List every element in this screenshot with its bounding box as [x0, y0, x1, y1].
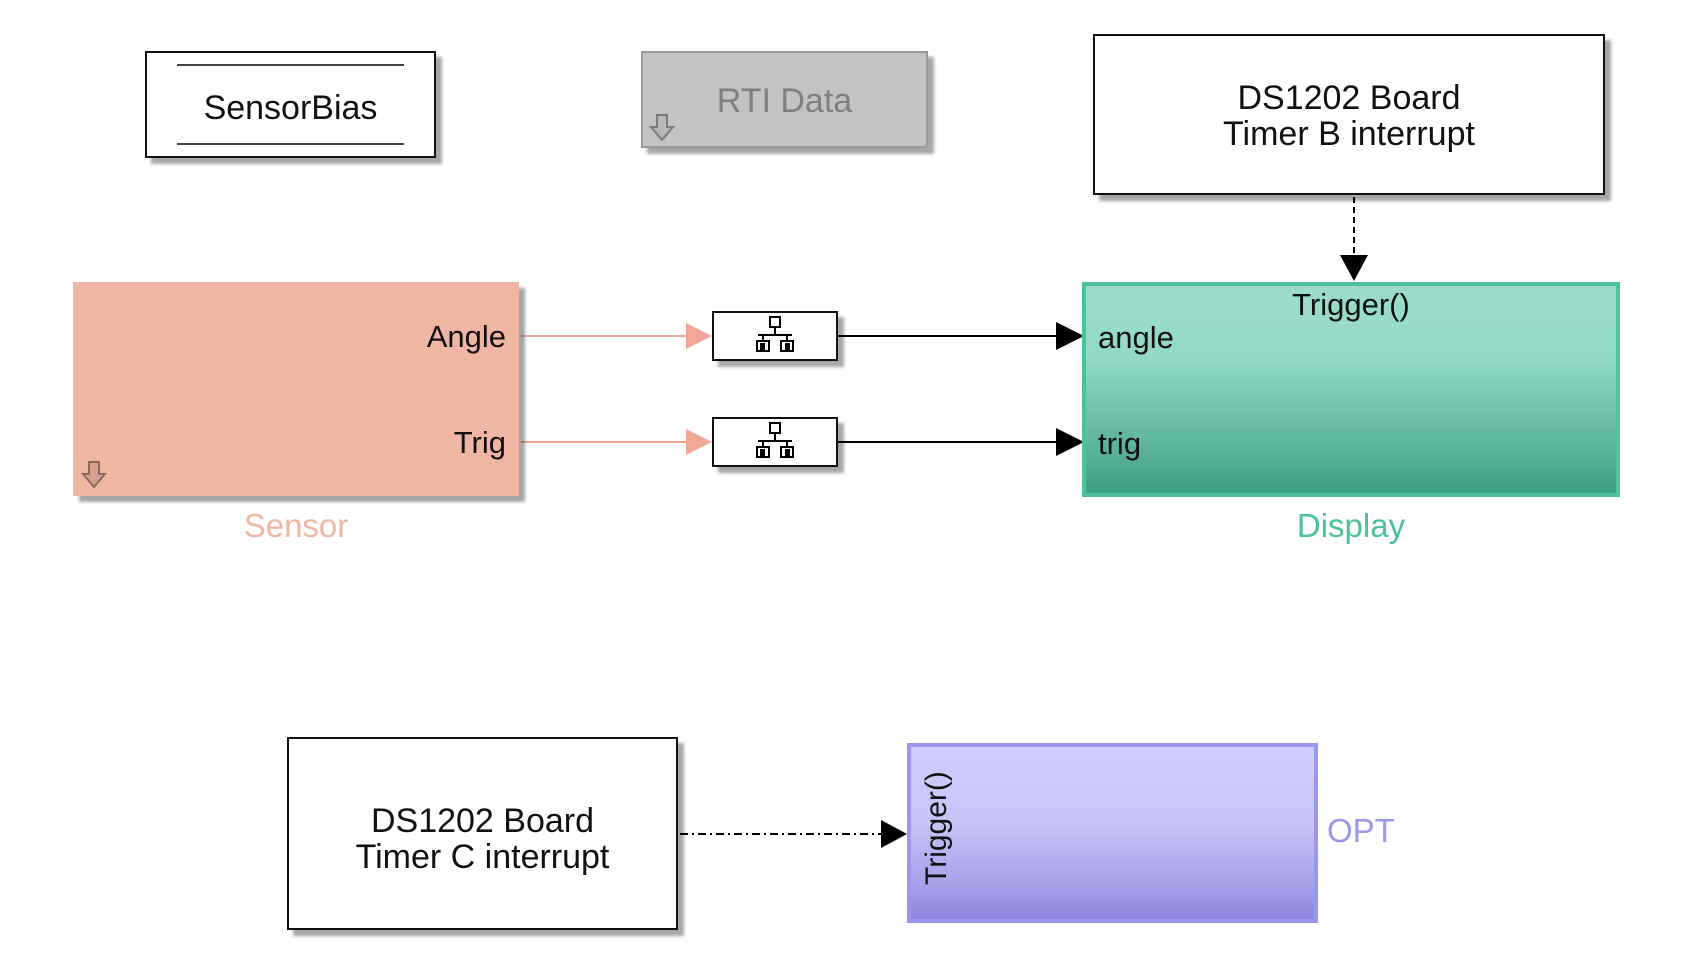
timer-b-line2: Timer B interrupt: [1223, 115, 1475, 153]
display-port-angle: angle: [1098, 320, 1174, 355]
timer-c-interrupt-block[interactable]: DS1202 Board Timer C interrupt: [287, 737, 678, 930]
sensor-bias-block[interactable]: SensorBias: [145, 51, 436, 158]
display-port-trig: trig: [1098, 426, 1142, 461]
signal-arrowhead-trig-display: [1056, 428, 1084, 456]
sensor-port-trig: Trig: [453, 425, 506, 460]
rti-data-block[interactable]: RTI Data: [641, 51, 928, 148]
display-block-name[interactable]: Display: [1296, 507, 1406, 544]
timer-b-line1: DS1202 Board: [1237, 79, 1461, 117]
timer-b-interrupt-block[interactable]: DS1202 Board Timer B interrupt: [1093, 34, 1605, 195]
down-arrow-icon: [81, 461, 107, 489]
rti-data-label: RTI Data: [716, 82, 853, 120]
sensor-bias-label: SensorBias: [203, 89, 378, 127]
sensor-bias-bottom-rule: [177, 143, 404, 145]
signal-arrowhead-trig-sensor: [686, 429, 712, 455]
opt-block-name[interactable]: OPT: [1327, 812, 1395, 849]
down-arrow-icon: [649, 114, 675, 142]
signal-arrowhead-angle-display: [1056, 322, 1084, 350]
trigger-arrowhead-timer-b: [1340, 255, 1368, 281]
sensor-subsystem-block[interactable]: Angle Trig: [73, 282, 519, 496]
display-subsystem-block[interactable]: Trigger() angle trig: [1082, 282, 1620, 497]
display-trigger-port: Trigger(): [1292, 287, 1410, 322]
trigger-arrowhead-timer-c: [881, 820, 907, 848]
rate-transition-icon: [756, 316, 794, 352]
rate-transition-angle[interactable]: [712, 311, 838, 361]
opt-subsystem-block[interactable]: Trigger(): [907, 743, 1318, 923]
opt-trigger-port: Trigger(): [920, 771, 953, 885]
rate-transition-trig[interactable]: [712, 417, 838, 467]
sensor-port-angle: Angle: [426, 319, 506, 354]
sensor-block-name[interactable]: Sensor: [243, 507, 349, 544]
sensor-bias-top-rule: [177, 64, 404, 66]
timer-c-line1: DS1202 Board: [370, 802, 595, 840]
timer-c-line2: Timer C interrupt: [355, 838, 610, 876]
signal-arrowhead-angle-sensor: [686, 323, 712, 349]
rate-transition-icon: [756, 422, 794, 458]
